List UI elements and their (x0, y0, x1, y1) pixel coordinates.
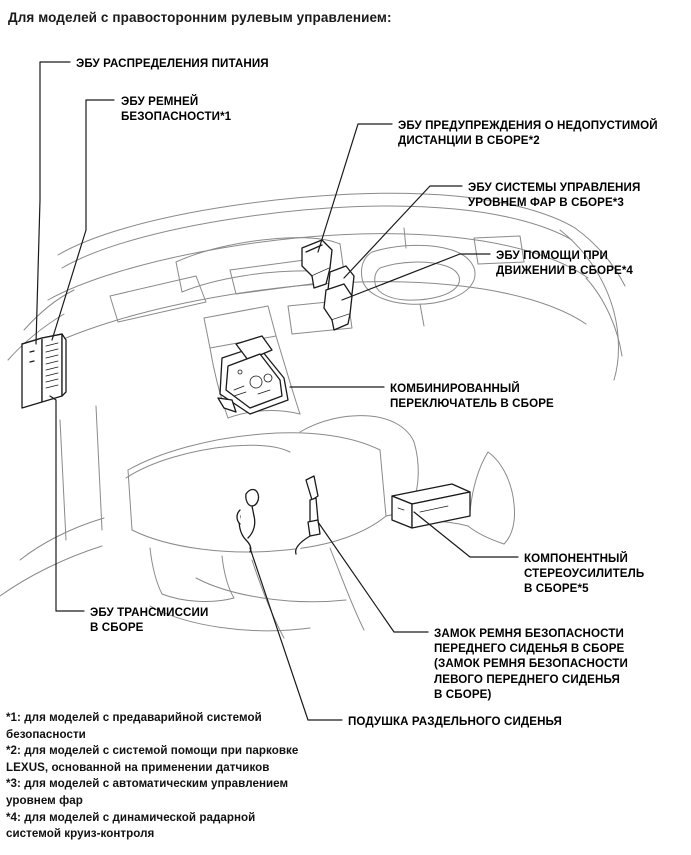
callout-distance-warning-ecu: ЭБУ ПРЕДУПРЕЖДЕНИЯ О НЕДОПУСТИМОЙ ДИСТАН… (398, 119, 658, 148)
leader-separate-seat-cushion (249, 547, 343, 721)
callout-transmission-ecu: ЭБУ ТРАНСМИССИИ В СБОРЕ (90, 606, 209, 635)
callout-separate-seat-cushion: ПОДУШКА РАЗДЕЛЬНОГО СИДЕНЬЯ (348, 715, 562, 728)
callout-driving-assist-ecu: ЭБУ ПОМОЩИ ПРИ ДВИЖЕНИИ В СБОРЕ*4 (496, 249, 633, 278)
leader-stereo-amplifier (413, 511, 519, 558)
leader-seat-belt-ecu (51, 99, 115, 341)
callout-power-distribution-ecu: ЭБУ РАСПРЕДЕЛЕНИЯ ПИТАНИЯ (76, 57, 269, 70)
footnotes-block: *1: для моделей с предаварийной системой… (6, 711, 299, 841)
leader-power-distribution-ecu (35, 61, 71, 345)
leader-distance-warning-ecu (317, 123, 393, 253)
callout-headlight-leveling-ecu: ЭБУ СИСТЕМЫ УПРАВЛЕНИЯ УРОВНЕМ ФАР В СБО… (468, 181, 641, 210)
leader-headlight-leveling-ecu (343, 185, 463, 279)
callout-seat-belt-buckle: ЗАМОК РЕМНЯ БЕЗОПАСНОСТИ ПЕРЕДНЕГО СИДЕН… (434, 627, 628, 701)
leader-driving-assist-ecu (341, 253, 491, 301)
leader-transmission-ecu (49, 395, 85, 612)
callout-combination-switch: КОМБИНИРОВАННЫЙ ПЕРЕКЛЮЧАТЕЛЬ В СБОРЕ (390, 382, 554, 411)
callout-stereo-amplifier: КОМПОНЕНТНЫЙ СТЕРЕОУСИЛИТЕЛЬ В СБОРЕ*5 (524, 552, 645, 596)
page-title: Для моделей с правосторонним рулевым упр… (8, 10, 392, 25)
callout-seat-belt-ecu: ЭБУ РЕМНЕЙ БЕЗОПАСНОСТИ*1 (121, 95, 232, 124)
leader-seat-belt-buckle (317, 521, 429, 633)
